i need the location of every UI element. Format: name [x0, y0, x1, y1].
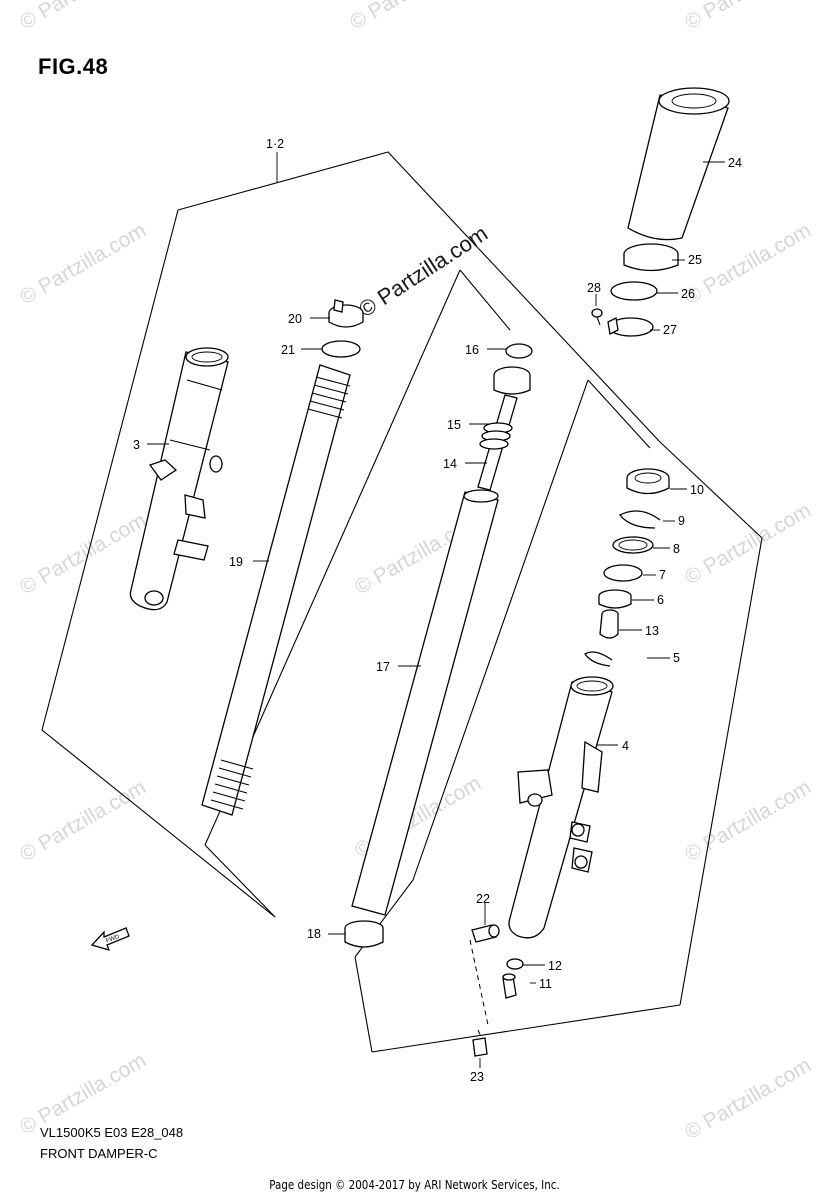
dashed-leader-bolt: [469, 939, 489, 1026]
bushing-6: [598, 589, 632, 609]
watermark: © Partzilla.com: [681, 776, 815, 867]
fork-cover: [627, 87, 730, 241]
drain-bolt: [502, 973, 517, 999]
callout-7: 7: [659, 568, 666, 582]
callout-20: 20: [288, 312, 302, 326]
bushing: [344, 920, 384, 948]
figure-caption: FRONT DAMPER-C: [40, 1146, 158, 1161]
watermark: © Partzilla.com: [681, 499, 815, 590]
callout-19: 19: [229, 555, 243, 569]
inner-outline-d: [412, 379, 589, 881]
watermark: © Partzilla.com: [681, 1054, 815, 1145]
fwd-arrow-icon: FWD: [90, 927, 130, 952]
callout-14: 14: [443, 457, 457, 471]
bolt-22: [471, 924, 500, 943]
callout-8: 8: [673, 542, 680, 556]
watermark: © Partzilla.com: [346, 0, 480, 34]
inner-outline-c: [459, 269, 511, 331]
callout-15: 15: [447, 418, 461, 432]
callout-21: 21: [281, 343, 295, 357]
ring-8: [612, 536, 654, 554]
assembly-outline-right-lower: [679, 537, 763, 1006]
oil-seal: [626, 468, 670, 495]
washer: [610, 281, 658, 301]
watermark: © Partzilla.com: [681, 0, 815, 34]
callout-labels: 1·2 3 4 5 6 7 8 9 10 11 12 13 14 15 16 1…: [133, 137, 742, 1084]
damper-rod-assembly: [351, 366, 531, 916]
callout-3: 3: [133, 438, 140, 452]
stopper-ring-9: [619, 510, 661, 529]
o-ring: [321, 340, 361, 358]
assembly-outline-bottom-left: [354, 956, 373, 1053]
callout-4: 4: [622, 739, 629, 753]
callout-1-2: 1·2: [266, 137, 284, 151]
watermark: © Partzilla.com: [16, 509, 150, 600]
callout-26: 26: [681, 287, 695, 301]
cover-nut: [623, 243, 679, 272]
fwd-label: FWD: [105, 934, 121, 945]
callout-10: 10: [690, 483, 704, 497]
cap-bolt: [328, 299, 364, 328]
clamp: [607, 317, 654, 337]
callout-5: 5: [673, 651, 680, 665]
outer-tube-right: [508, 676, 614, 939]
callout-12: 12: [548, 959, 562, 973]
callout-23: 23: [470, 1070, 484, 1084]
callout-17: 17: [376, 660, 390, 674]
callout-6: 6: [657, 593, 664, 607]
watermark-center: © Partzilla.com: [354, 220, 492, 322]
gasket-12: [506, 958, 524, 970]
callout-11: 11: [539, 977, 552, 991]
callout-9: 9: [678, 514, 685, 528]
callout-24: 24: [728, 156, 742, 170]
leader-lines: [147, 161, 725, 1068]
callout-25: 25: [688, 253, 702, 267]
inner-tube-spring: [201, 364, 351, 816]
stopper-ring-5: [584, 651, 613, 667]
watermark: © Partzilla.com: [16, 219, 150, 310]
assembly-outline-right: [659, 441, 763, 539]
washer-7: [603, 564, 643, 582]
callout-16: 16: [465, 343, 479, 357]
page-footer: Page design © 2004-2017 by ARI Network S…: [269, 1178, 560, 1192]
watermark: © Partzilla.com: [16, 776, 150, 867]
assembly-outline-bottom: [371, 1004, 681, 1053]
callout-28: 28: [587, 281, 601, 295]
model-code: VL1500K5 E03 E28_048: [40, 1125, 184, 1140]
inner-outline-b: [204, 844, 276, 918]
assembly-outline-top: [177, 151, 661, 443]
assembly-outline-left: [41, 209, 276, 918]
callout-22: 22: [476, 892, 490, 906]
inner-outline-e: [587, 379, 651, 449]
diagram-canvas: © Partzilla.com © Partzilla.com © Partzi…: [16, 0, 815, 1145]
outer-tube-left: [129, 347, 229, 611]
figure-title: FIG.48: [38, 54, 109, 79]
oil-lock-piece: [599, 609, 619, 639]
callout-13: 13: [645, 624, 659, 638]
cap-plug: [472, 1037, 488, 1057]
watermark: © Partzilla.com: [16, 0, 150, 34]
callout-18: 18: [307, 927, 321, 941]
ring-8-inner: [618, 539, 648, 551]
clamp-screw: [591, 308, 603, 326]
ring: [505, 343, 533, 359]
callout-27: 27: [663, 323, 677, 337]
